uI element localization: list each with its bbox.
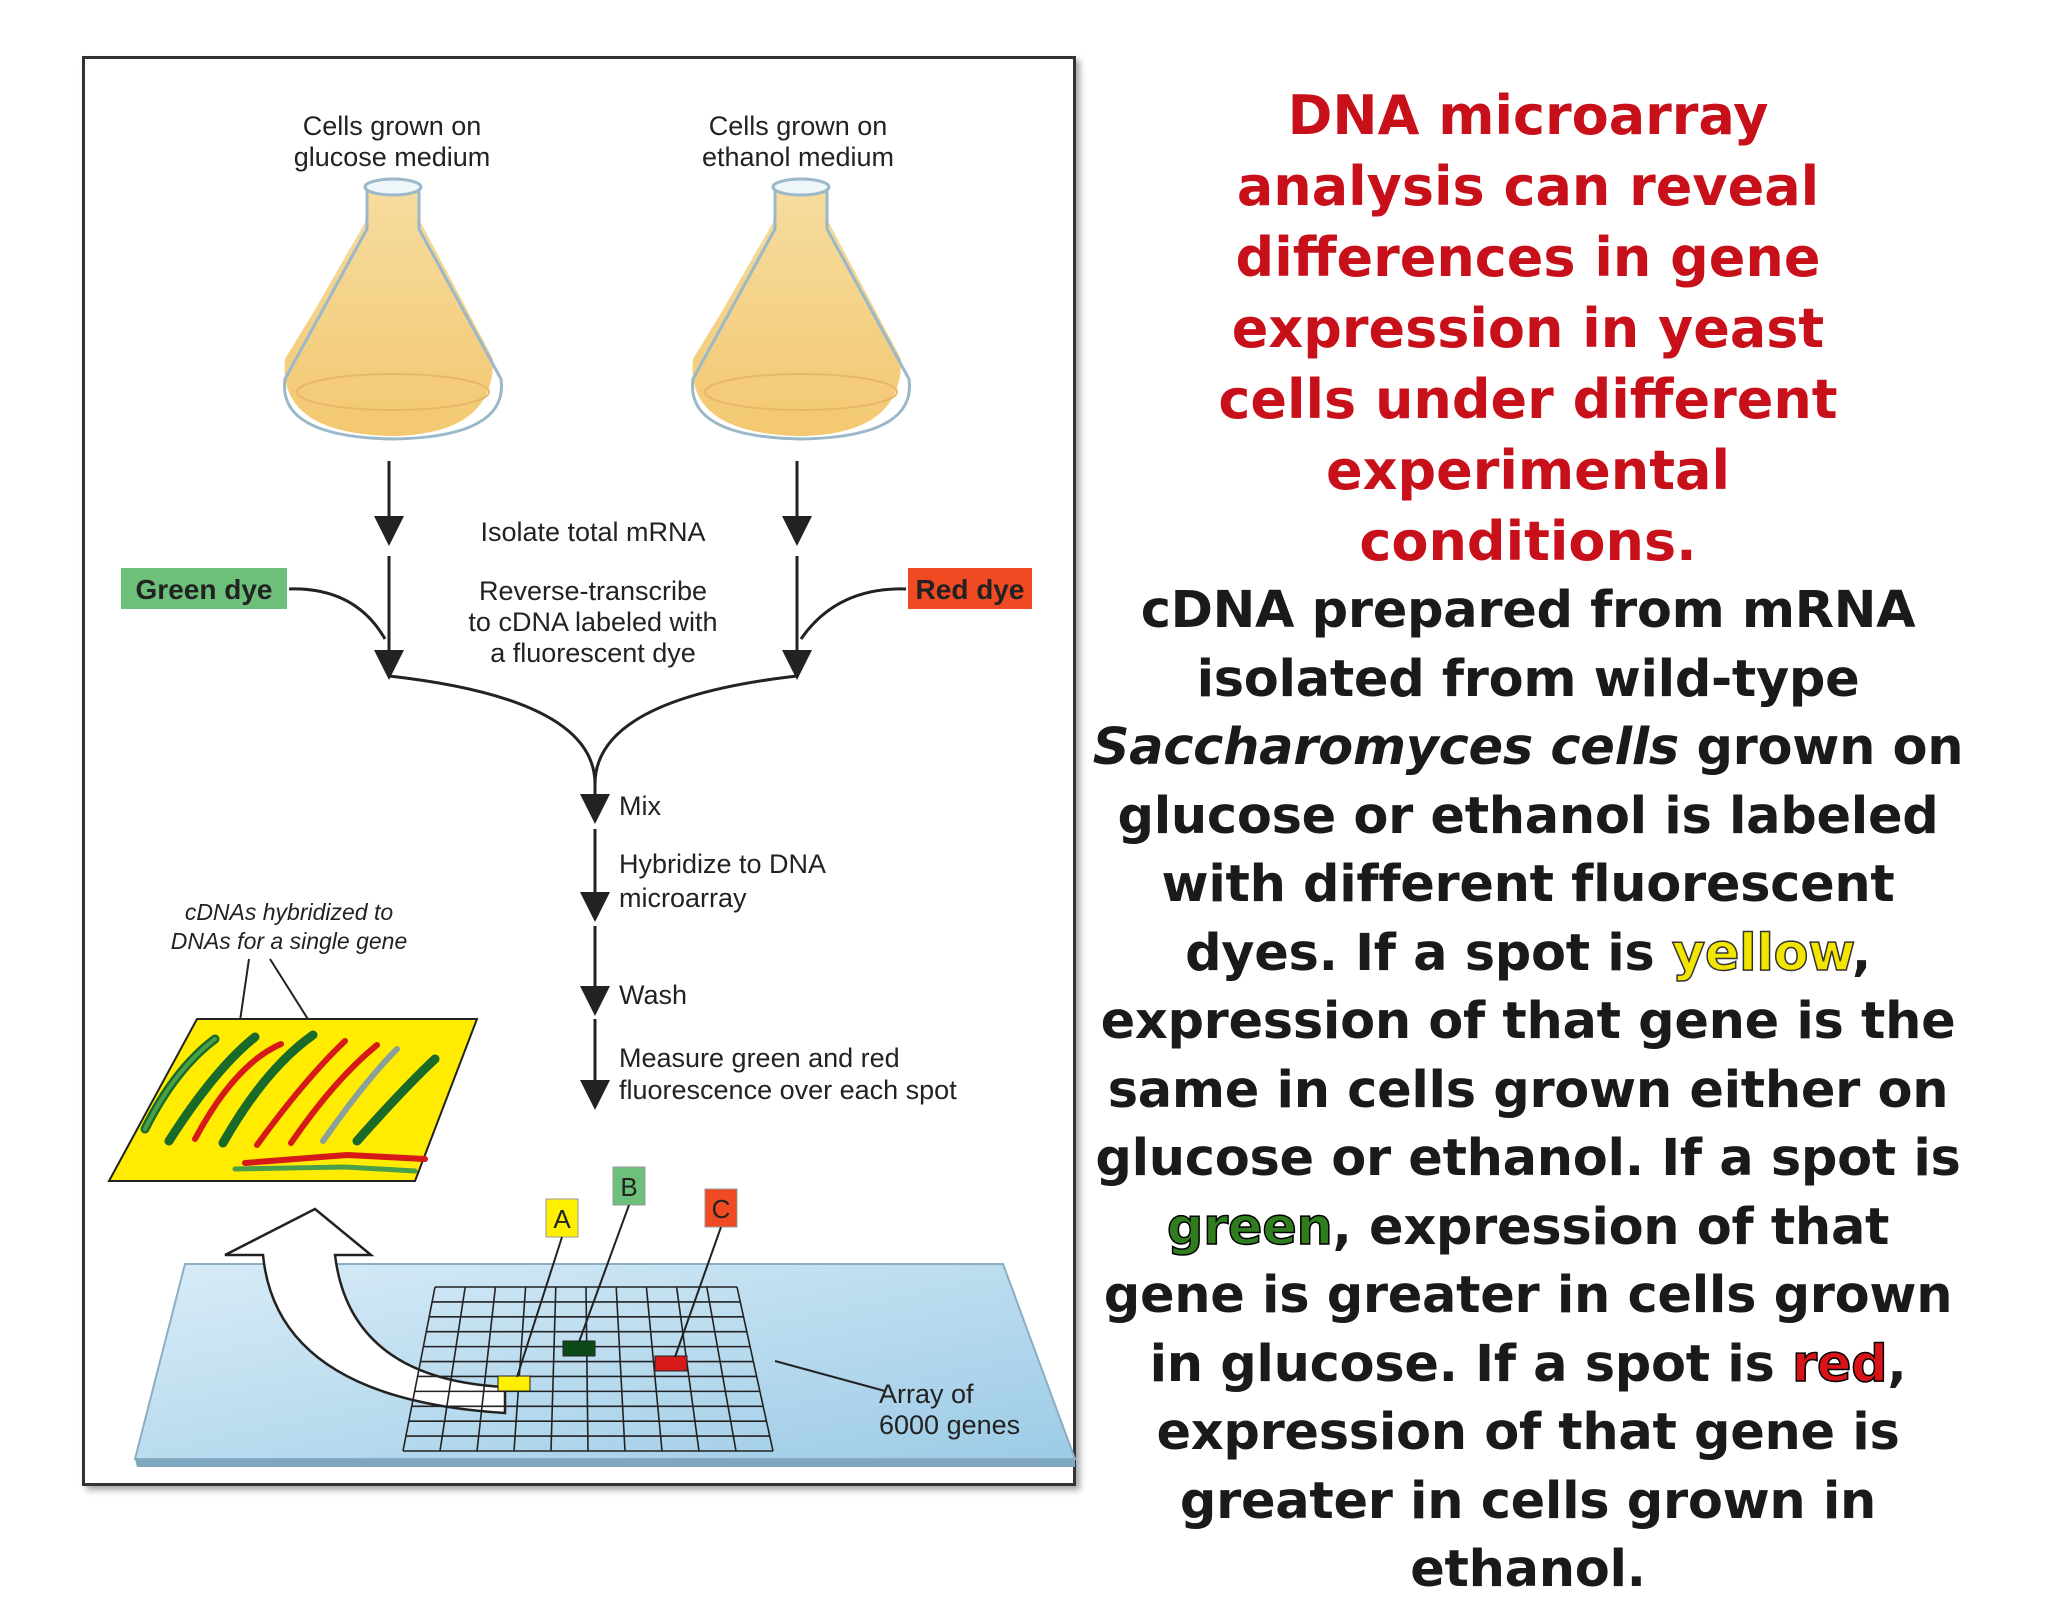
- green-dye-label: Green dye: [136, 574, 273, 605]
- grid-line: [736, 1286, 774, 1452]
- cdna-label-2: DNAs for a single gene: [171, 928, 408, 954]
- flask-right-icon: [691, 177, 911, 441]
- grid-line: [615, 1286, 626, 1452]
- microarray-figure: Cells grown on glucose medium Cells grow…: [82, 56, 1077, 1486]
- grid-line: [402, 1286, 436, 1452]
- flask-right-label-2: ethanol medium: [702, 142, 894, 172]
- microarray-diagram: Cells grown on glucose medium Cells grow…: [107, 111, 1077, 1467]
- body-paragraph: cDNA prepared from mRNA isolated from wi…: [1090, 577, 1966, 1605]
- flask-left-icon: [283, 177, 503, 441]
- array-label-1: Array of: [879, 1379, 974, 1409]
- flask-left-label-1: Cells grown on: [303, 111, 482, 141]
- red-dye-line: [799, 587, 907, 640]
- red-dye-box: [908, 568, 1032, 609]
- red-dye-label: Red dye: [916, 574, 1025, 605]
- word-red: red: [1791, 1334, 1888, 1395]
- label-c: C: [712, 1194, 731, 1224]
- grid-line: [476, 1286, 497, 1452]
- measure-label-1: Measure green and red: [619, 1043, 900, 1073]
- grid-line: [706, 1286, 737, 1452]
- explanation-panel: DNA microarray analysis can reveal diffe…: [1090, 80, 1966, 1605]
- grid-line: [550, 1286, 557, 1452]
- label-a-box: [545, 1198, 579, 1238]
- label-c-box: [704, 1188, 738, 1228]
- body-text-2: grown on glucose or ethanol is labeled w…: [1117, 718, 1964, 983]
- spot-a: [497, 1375, 531, 1392]
- zoom-arrow-icon: [224, 1207, 507, 1415]
- pointer-a: [516, 1236, 563, 1378]
- body-text-1: cDNA prepared from mRNA isolated from wi…: [1140, 581, 1916, 709]
- label-a: A: [553, 1204, 571, 1234]
- flask-left-label-2: glucose medium: [294, 142, 491, 172]
- body-text-5: , expression of that gene is greater in …: [1156, 1334, 1907, 1600]
- headline: DNA microarray analysis can reveal diffe…: [1218, 84, 1838, 573]
- grid-line: [645, 1286, 663, 1452]
- word-yellow: yellow: [1671, 923, 1853, 984]
- green-dye-line: [288, 587, 387, 640]
- array-pointer: [774, 1360, 886, 1392]
- body-species: Saccharomyces cells: [1092, 718, 1680, 777]
- label-b-box: [612, 1166, 646, 1206]
- isolate-label: Isolate total mRNA: [480, 517, 705, 547]
- flask-right-label-1: Cells grown on: [709, 111, 888, 141]
- merge-right: [593, 674, 798, 785]
- hybridize-label-1: Hybridize to DNA: [619, 849, 826, 879]
- spot-zoom: [107, 1018, 479, 1182]
- green-dye-box: [121, 568, 287, 609]
- reverse-label-3: a fluorescent dye: [490, 638, 696, 668]
- reverse-label-1: Reverse-transcribe: [479, 576, 707, 606]
- body-text-3: , expression of that gene is the same in…: [1095, 923, 1961, 1189]
- wash-label: Wash: [619, 980, 687, 1010]
- cdna-label-1: cDNAs hybridized to: [185, 899, 394, 925]
- reverse-label-2: to cDNA labeled with: [468, 607, 717, 637]
- measure-label-2: fluorescence over each spot: [619, 1075, 957, 1105]
- grid-line: [675, 1286, 700, 1452]
- slide-edge: [135, 1459, 1075, 1467]
- pointer-c: [674, 1226, 722, 1358]
- spot-b: [562, 1340, 596, 1357]
- mix-label: Mix: [619, 791, 661, 821]
- pointer-b: [578, 1204, 630, 1343]
- array-label-2: 6000 genes: [879, 1410, 1020, 1440]
- grid-line: [439, 1286, 466, 1452]
- word-green: green: [1166, 1197, 1333, 1258]
- spot-c: [654, 1355, 688, 1372]
- grid-line: [585, 1286, 589, 1452]
- merge-left: [388, 674, 597, 785]
- body-text-4: , expression of that gene is greater in …: [1103, 1197, 1953, 1394]
- hybridize-label-2: microarray: [619, 883, 747, 913]
- label-b: B: [620, 1172, 637, 1202]
